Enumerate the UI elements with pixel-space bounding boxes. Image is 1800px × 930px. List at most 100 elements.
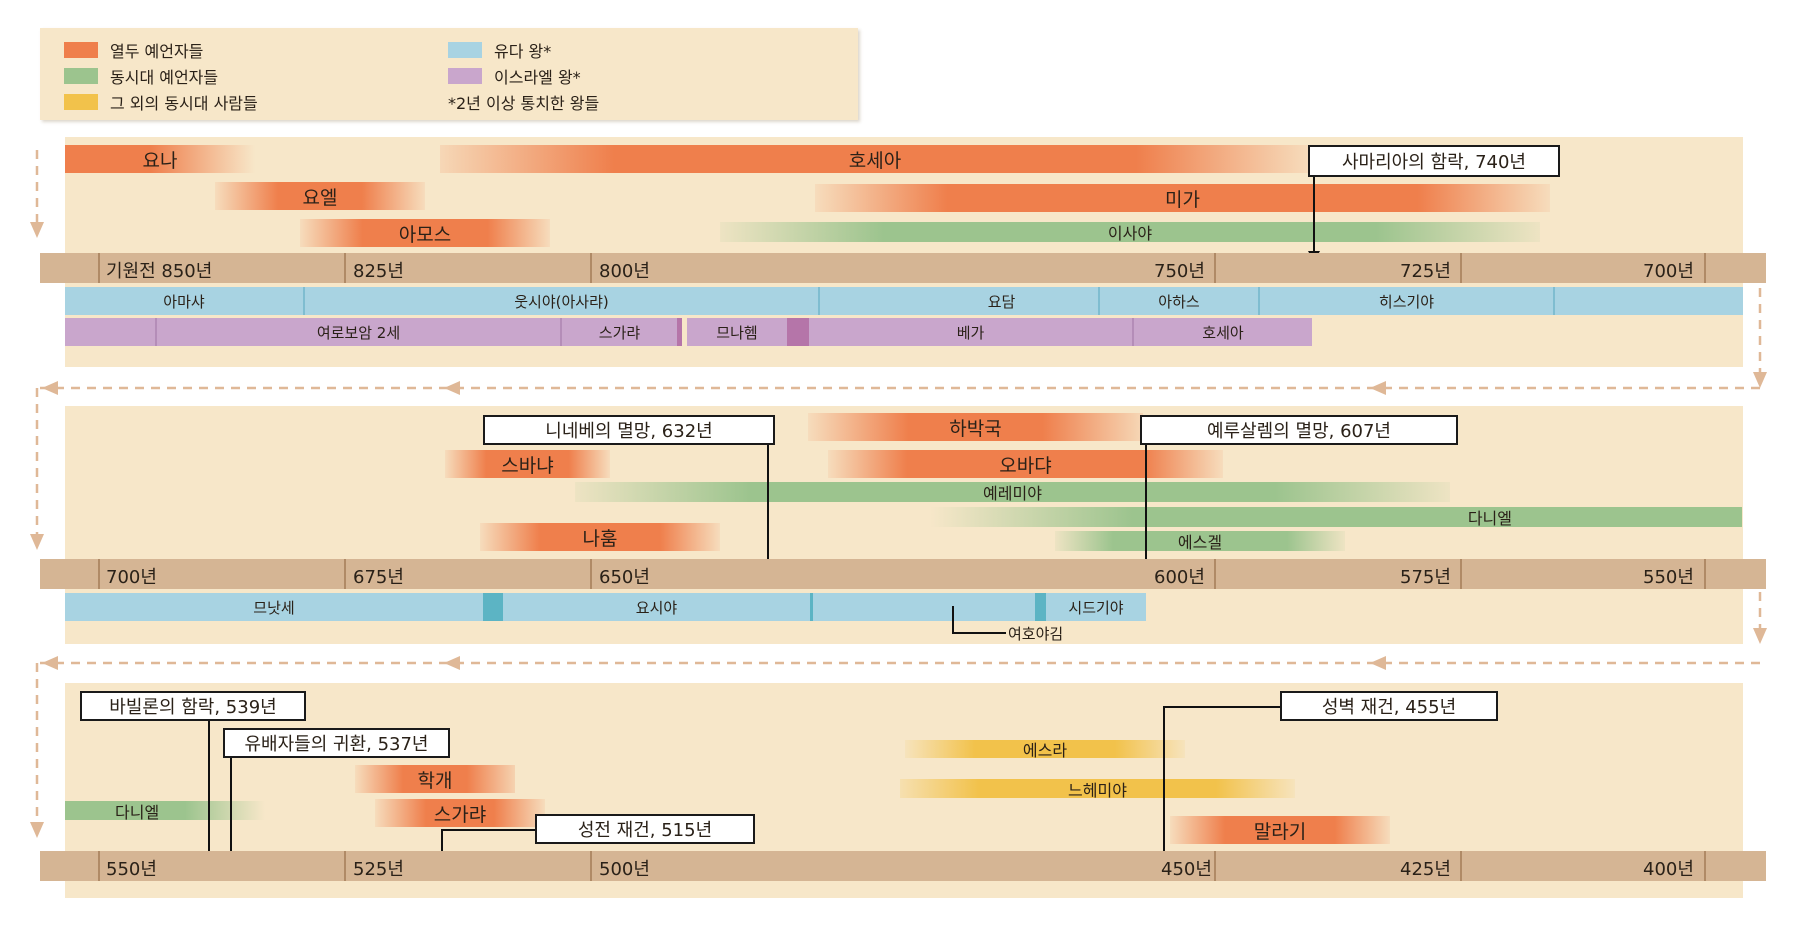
axis-tick (98, 559, 100, 589)
prophet-bar-jonah: 요나 (65, 145, 255, 173)
prophet-bar-haggai: 학개 (355, 765, 515, 793)
axis-tick (1460, 559, 1462, 589)
axis-tick (1214, 851, 1216, 881)
row-3-time-axis: 550년 525년 500년 450년 425년 400년 (40, 851, 1766, 881)
judah-king-josiah: 요시야 (503, 593, 813, 621)
prophet-bar-isaiah: 이사야 (720, 222, 1540, 243)
legend-swatch (448, 68, 482, 84)
israel-king-pekahiah (787, 318, 809, 346)
judah-king-continuation (1555, 287, 1743, 315)
axis-label: 675년 (353, 567, 404, 588)
axis-tick (1704, 253, 1706, 283)
axis-tick (344, 559, 346, 589)
axis-tick (590, 559, 592, 589)
axis-tick (98, 253, 100, 283)
axis-label: 600년 (1154, 567, 1205, 588)
prophet-bar-zephaniah: 스바냐 (445, 450, 610, 478)
legend-footnote: *2년 이상 통치한 왕들 (448, 94, 600, 113)
jehoiakim-pointer-horizontal (952, 632, 1006, 634)
prophet-bar-ezra: 에스라 (905, 740, 1185, 760)
event-return-of-exiles-pointer (230, 758, 232, 853)
prophet-bar-ezekiel: 에스겔 (1055, 531, 1345, 552)
legend-item-contemporary-prophets: 동시대 예언자들 (64, 64, 218, 88)
judah-king-hezekiah: 히스기야 (1260, 287, 1555, 315)
event-temple-rebuilding: 성전 재건, 515년 (535, 814, 755, 844)
prophet-bar-zechariah: 스가랴 (375, 799, 545, 827)
event-fall-of-samaria-pointer (1313, 177, 1315, 251)
axis-tick (1214, 559, 1216, 589)
event-fall-of-nineveh: 니네베의 멸망, 632년 (483, 415, 775, 445)
event-wall-rebuilding-pointer-vertical (1163, 706, 1165, 853)
legend: 열두 예언자들 동시대 예언자들 그 외의 동시대 사람들 유다 왕* 이스라엘… (40, 28, 858, 120)
legend-swatch (64, 42, 98, 58)
axis-tick (1214, 253, 1216, 283)
axis-tick (344, 851, 346, 881)
legend-item-twelve-prophets: 열두 예언자들 (64, 38, 203, 62)
event-fall-of-jerusalem: 예루살렘의 멸망, 607년 (1140, 415, 1458, 445)
axis-tick (1460, 253, 1462, 283)
judah-king-ahaz: 아하스 (1100, 287, 1260, 315)
axis-label: 550년 (1643, 567, 1694, 588)
axis-label: 750년 (1154, 261, 1205, 282)
judah-king-manasseh: 므낫세 (65, 593, 483, 621)
israel-king-early (65, 318, 157, 346)
event-temple-rebuilding-pointer-horizontal (441, 829, 535, 831)
prophet-bar-amos: 아모스 (300, 219, 550, 247)
axis-tick (1460, 851, 1462, 881)
axis-tick (1704, 851, 1706, 881)
legend-swatch (64, 68, 98, 84)
axis-label: 700년 (106, 567, 157, 588)
judah-king-jehoiachin (1035, 593, 1046, 621)
axis-label: 800년 (599, 261, 650, 282)
axis-label: 400년 (1643, 859, 1694, 880)
legend-swatch (64, 94, 98, 110)
israel-king-jeroboam-ii: 여로보암 2세 (157, 318, 562, 346)
prophet-bar-habakkuk: 하박국 (808, 413, 1143, 441)
axis-tick (344, 253, 346, 283)
legend-label: 열두 예언자들 (110, 42, 204, 61)
axis-tick (590, 253, 592, 283)
event-return-of-exiles: 유배자들의 귀환, 537년 (223, 728, 450, 758)
legend-item-israel-kings: 이스라엘 왕* (448, 64, 581, 88)
row-1-time-axis: 기원전 850년 825년 800년 750년 725년 700년 (40, 253, 1766, 283)
israel-king-menahem: 므나헴 (687, 318, 787, 346)
axis-label: 500년 (599, 859, 650, 880)
event-fall-of-jerusalem-pointer (1145, 445, 1147, 561)
legend-item-other-contemporaries: 그 외의 동시대 사람들 (64, 90, 258, 114)
axis-label: 425년 (1400, 859, 1451, 880)
event-fall-of-nineveh-pointer (767, 445, 769, 561)
prophet-bar-malachi: 말라기 (1170, 816, 1390, 844)
prophet-bar-daniel: 다니엘 (930, 507, 1742, 528)
axis-label: 650년 (599, 567, 650, 588)
axis-label: 725년 (1400, 261, 1451, 282)
legend-label: 동시대 예언자들 (110, 68, 219, 87)
axis-label: 700년 (1643, 261, 1694, 282)
prophet-bar-micah: 미가 (815, 184, 1550, 212)
prophet-bar-nahum: 나훔 (480, 523, 720, 551)
israel-king-zechariah: 스가랴 (562, 318, 682, 346)
israel-king-pekah: 베가 (809, 318, 1134, 346)
judah-king-jehoiakim-reign (813, 593, 1035, 621)
prophet-bar-joel: 요엘 (215, 182, 425, 210)
judah-king-amaziah: 아마샤 (65, 287, 305, 315)
event-fall-of-babylon-pointer (208, 721, 210, 853)
axis-label: 기원전 850년 (106, 261, 213, 282)
prophet-bar-obadiah: 오바댜 (828, 450, 1223, 478)
event-wall-rebuilding: 성벽 재건, 455년 (1280, 691, 1498, 721)
judah-king-jotham: 요담 (905, 287, 1100, 315)
axis-tick (98, 851, 100, 881)
event-temple-rebuilding-pointer-vertical (441, 829, 443, 853)
judah-king-zedekiah: 시드기야 (1046, 593, 1146, 621)
legend-item-judah-kings: 유다 왕* (448, 38, 551, 62)
axis-tick (590, 851, 592, 881)
prophet-bar-jeremiah: 예레미야 (575, 482, 1450, 503)
prophet-bar-nehemiah: 느헤미야 (900, 779, 1295, 800)
legend-label: 유다 왕* (494, 42, 552, 61)
judah-king-uzziah: 웃시야(아사랴) (305, 287, 820, 315)
prophet-bar-hosea: 호세아 (440, 145, 1310, 173)
legend-label: 그 외의 동시대 사람들 (110, 94, 258, 113)
judah-king-amon (483, 593, 503, 621)
event-fall-of-samaria: 사마리아의 함락, 740년 (1308, 145, 1560, 177)
axis-label: 450년 (1161, 859, 1212, 880)
